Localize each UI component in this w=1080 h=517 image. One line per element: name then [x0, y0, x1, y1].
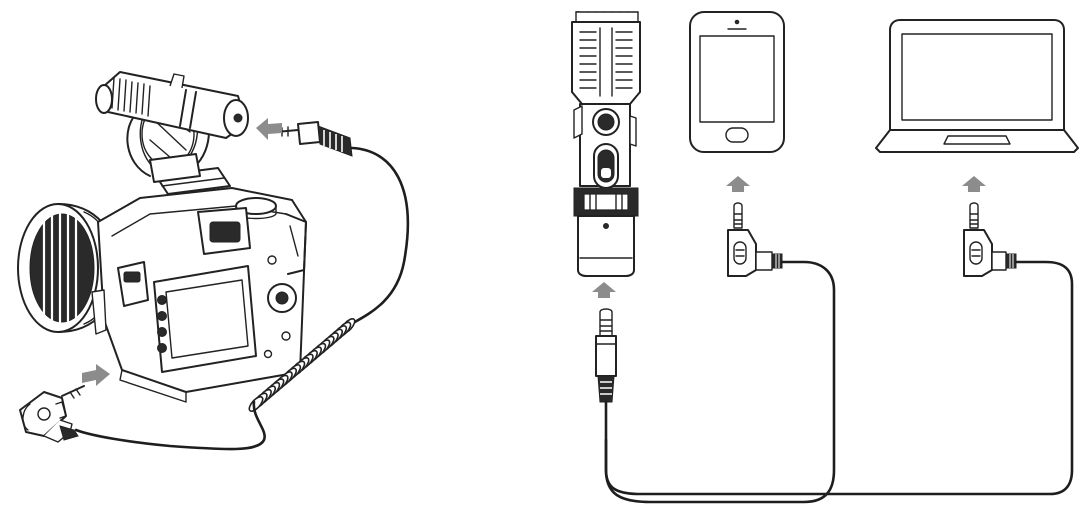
- coiled-cable-icon: [74, 146, 410, 451]
- right-angle-trrs-plug-icon: [727, 202, 783, 277]
- arrow-right-icon: [82, 364, 110, 386]
- audio-cable: [604, 260, 1074, 504]
- right-angle-trrs-plug-icon: [963, 202, 1017, 277]
- trrs-plug-icon: [595, 308, 617, 403]
- laptop-icon: [875, 19, 1079, 153]
- smartphone-icon: [689, 11, 785, 153]
- trrs-plug-icon: [275, 121, 353, 157]
- arrow-up-icon: [962, 176, 986, 192]
- camera-icon: [17, 167, 307, 403]
- arrow-up-icon: [726, 176, 750, 192]
- shotgun-microphone-icon: [95, 71, 249, 183]
- arrow-up-icon: [592, 282, 616, 298]
- arrow-left-icon: [256, 118, 282, 140]
- camera-setup-illustration: [17, 71, 410, 451]
- right-angle-trrs-plug-icon: [19, 385, 85, 443]
- handheld-microphone-icon: [571, 11, 641, 277]
